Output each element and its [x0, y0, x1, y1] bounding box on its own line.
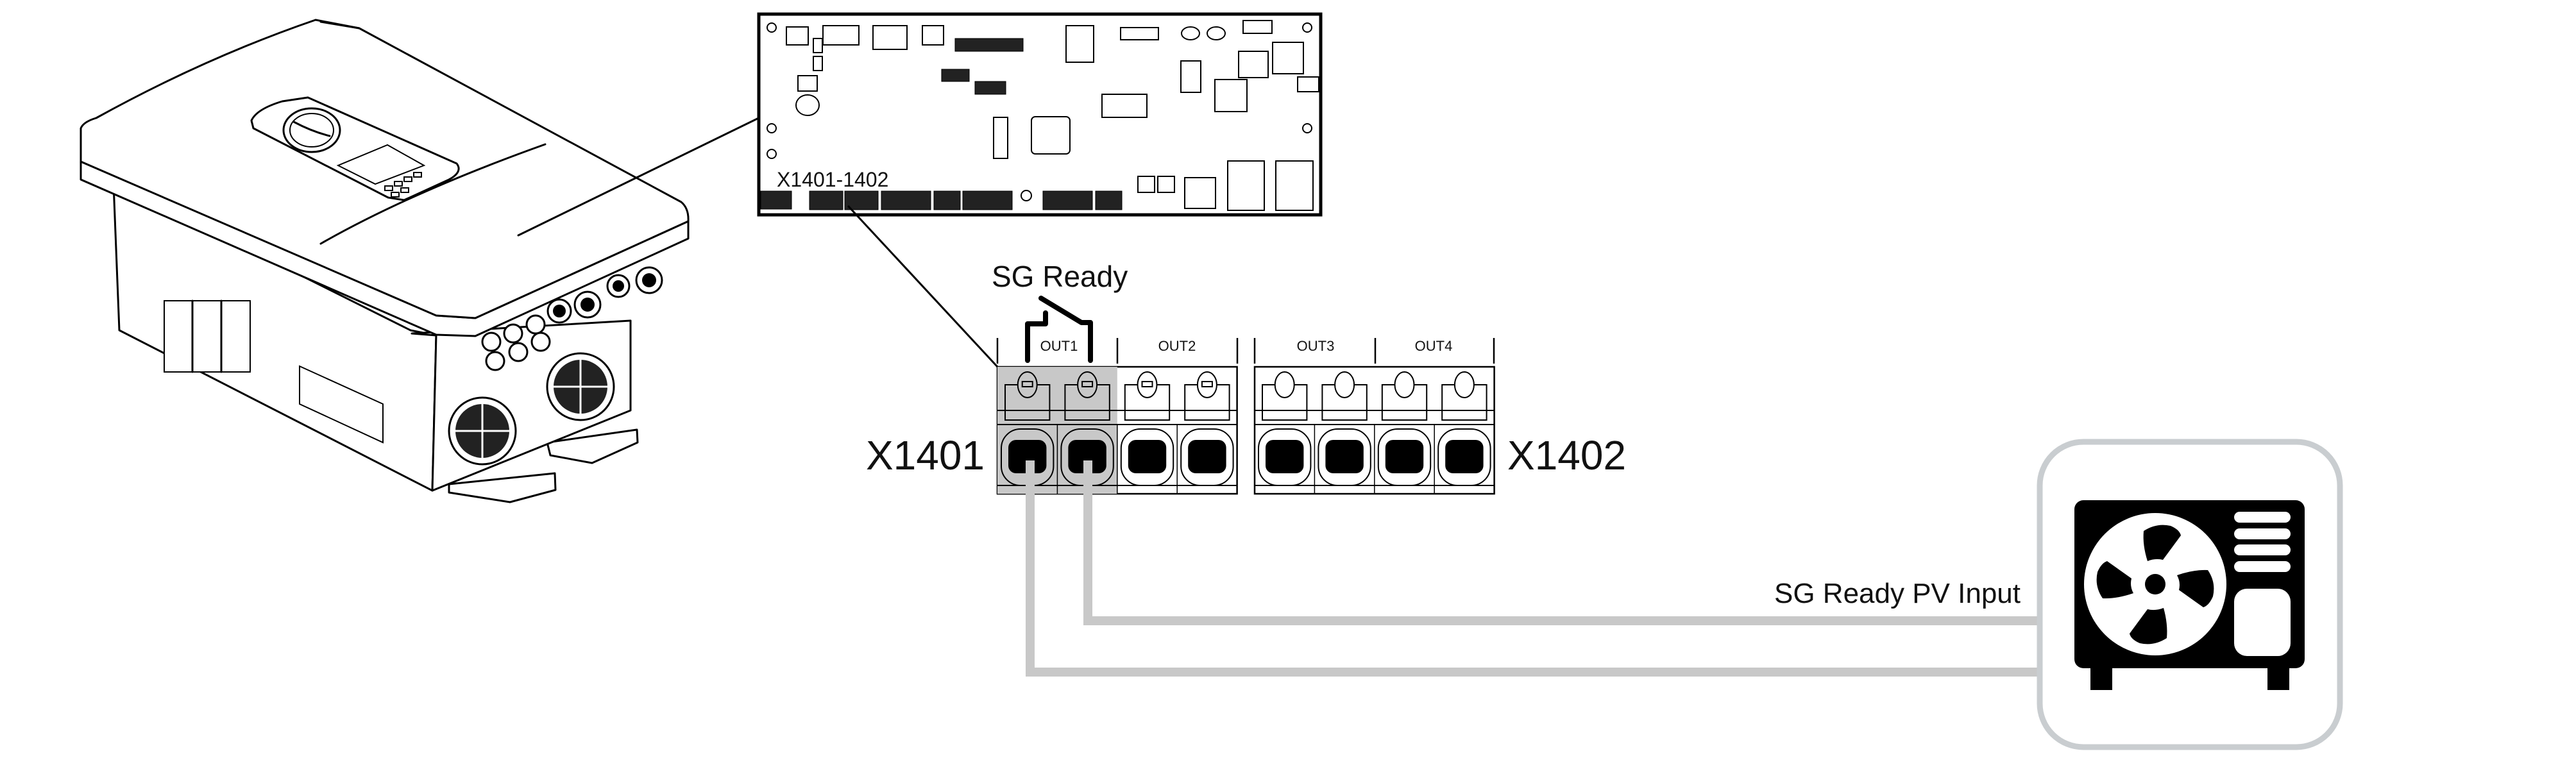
output-dividers	[996, 338, 1495, 364]
terminal-wire-entry	[1128, 440, 1167, 473]
terminal-screw-icon	[1334, 371, 1355, 398]
terminal-wire-entry	[1445, 440, 1484, 473]
terminal-screw-icon	[1017, 371, 1038, 398]
fan-blades-icon	[2096, 525, 2214, 644]
leader-line-inverter-board	[517, 101, 792, 237]
terminal-slot	[1081, 381, 1094, 387]
terminal-wire-entry	[1008, 440, 1047, 473]
sg-ready-switch-icon	[1025, 296, 1093, 363]
terminal-x1402-label: X1402	[1507, 432, 1626, 478]
output-label-out3: OUT3	[1297, 338, 1335, 354]
output-label-out4: OUT4	[1415, 338, 1453, 354]
terminal-wire-entry	[1068, 440, 1106, 473]
terminal-screw-icon	[1137, 371, 1158, 398]
inverter-icon	[80, 19, 690, 503]
sg-ready-cable	[1026, 460, 2038, 677]
terminal-screw-icon	[1274, 371, 1295, 398]
terminal-wire-entry	[1325, 440, 1364, 473]
terminal-slot	[1021, 381, 1033, 387]
inverter-display	[336, 144, 426, 185]
terminal-screw-icon	[1196, 371, 1217, 398]
terminal-wire-entry	[1188, 440, 1226, 473]
terminal-blocks	[996, 366, 1495, 495]
terminal-slot	[1201, 381, 1213, 387]
terminal-wire-entry	[1266, 440, 1304, 473]
cable-label: SG Ready PV Input	[1774, 578, 2021, 609]
terminal-x1401-label: X1401	[866, 432, 985, 478]
cable-wire-2	[1083, 460, 2038, 625]
terminal-slot	[1141, 381, 1153, 387]
output-label-out1: OUT1	[1040, 338, 1078, 354]
terminal-screw-icon	[1453, 371, 1475, 398]
board-connector-label: X1401-1402	[777, 168, 888, 191]
leader-line-board-terminal	[847, 205, 999, 368]
cable-wire-1	[1026, 460, 2038, 677]
heat-pump-icon	[2037, 439, 2343, 750]
circuit-board-icon: X1401-1402	[757, 12, 1323, 217]
sg-ready-label: SG Ready	[992, 260, 1128, 293]
terminal-screw-icon	[1077, 371, 1098, 398]
output-label-out2: OUT2	[1158, 338, 1196, 354]
terminal-screw-icon	[1394, 371, 1415, 398]
terminal-wire-entry	[1385, 440, 1424, 473]
